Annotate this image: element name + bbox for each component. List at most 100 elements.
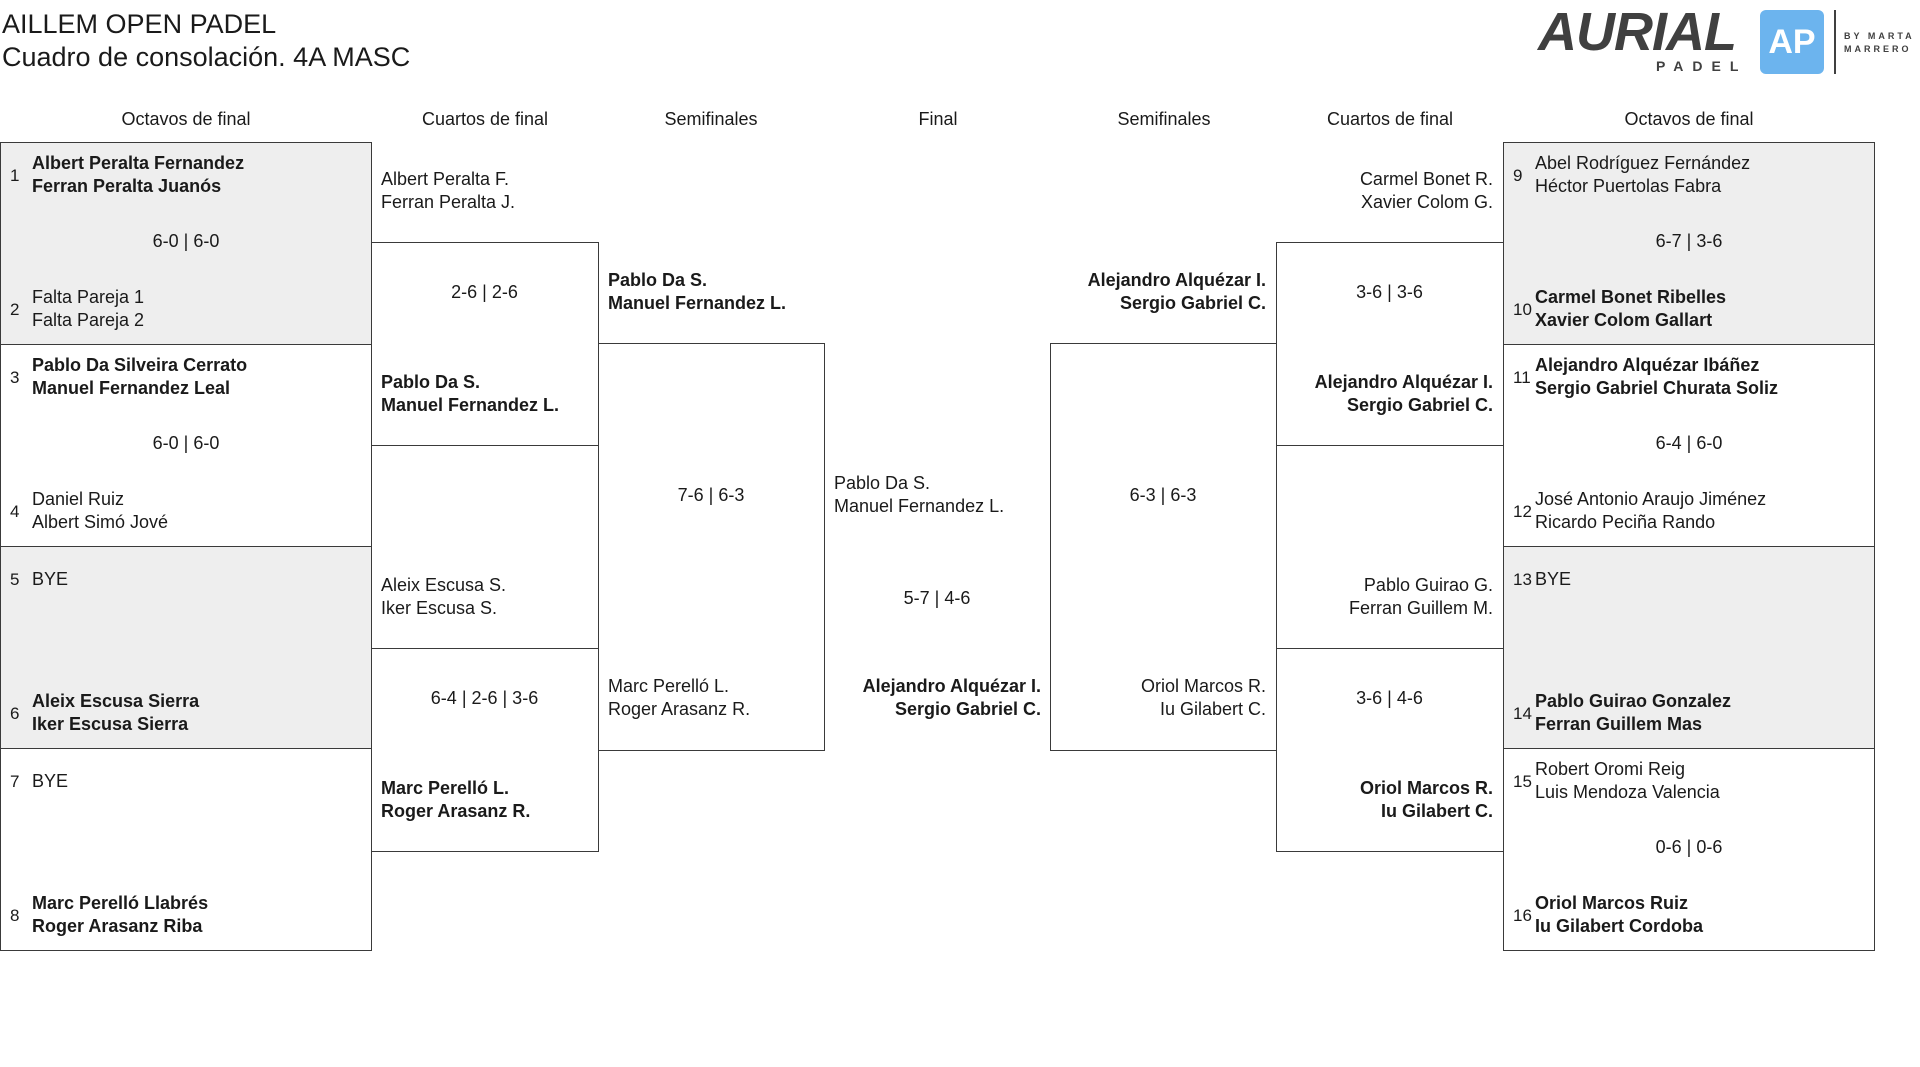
team-entry[interactable]: Albert Peralta F.Ferran Peralta J. (381, 168, 515, 214)
seed-number: 11 (1513, 367, 1531, 387)
player-name: Sergio Gabriel C. (894, 699, 1041, 719)
player-name: Manuel Fernandez L. (608, 293, 787, 313)
player-name: Ferran Guillem Mas (1535, 714, 1703, 734)
player-name: Albert Peralta F. (381, 169, 510, 189)
round-header: Cuartos de final (1326, 109, 1454, 129)
logo-mark-icon: AP (1760, 10, 1824, 74)
team-entry[interactable]: Marc Perelló L.Roger Arasanz R. (608, 675, 750, 721)
logo-brand: AURIAL (1538, 2, 1737, 62)
team-slot[interactable]: 5 BYE (10, 556, 362, 602)
team-entry[interactable]: Oriol Marcos R.Iu Gilabert C. (1141, 675, 1266, 721)
match-score: 6-3 | 6-3 (1129, 485, 1197, 505)
player-name: Aleix Escusa S. (381, 575, 507, 595)
round-header: Semifinales (664, 109, 758, 129)
seed-number: 2 (10, 299, 20, 319)
team-entry[interactable]: Oriol Marcos R. Iu Gilabert C. (1360, 777, 1493, 823)
match-score: 6-0 | 6-0 (152, 231, 220, 251)
seed-number: 16 (1513, 905, 1532, 925)
seed-number: 13 (1513, 569, 1532, 589)
match-score: 3-6 | 3-6 (1356, 282, 1423, 302)
team-entry[interactable]: Pablo Guirao G.Ferran Guillem M. (1349, 574, 1493, 620)
seed-number: 12 (1513, 501, 1532, 521)
player-name: Aleix Escusa Sierra (32, 691, 200, 711)
seed-number: 8 (10, 905, 20, 925)
team-entry[interactable]: Pablo Da S.Manuel Fernandez L. (381, 371, 559, 417)
player-name: Manuel Fernandez L. (381, 395, 560, 415)
team-entry[interactable]: Marc Perelló L.Roger Arasanz R. (381, 777, 530, 823)
tournament-title: AILLEM OPEN PADEL (2, 9, 277, 39)
team-entry[interactable]: Alejandro Alquézar I.Sergio Gabriel C. (1088, 269, 1266, 315)
team-entry[interactable]: Aleix Escusa S.Iker Escusa S. (381, 574, 506, 620)
logo-by-line2: MARRERO (1844, 44, 1912, 54)
team-entry[interactable]: Pablo Da S. Manuel Fernandez L. (608, 269, 786, 315)
match-score: 6-7 | 3-6 (1655, 231, 1723, 251)
player-name: Pablo Da S. (834, 473, 931, 493)
team-entry[interactable]: BYE (32, 770, 68, 793)
player-name: Sergio Gabriel C. (1346, 395, 1493, 415)
player-name: Ferran Guillem M. (1348, 598, 1493, 618)
team-entry[interactable]: Alejandro Alquézar I.Sergio Gabriel C. (1315, 371, 1493, 417)
aurial-padel-logo: AURIAL PADEL AP BY MARTA MARRERO (1538, 2, 1918, 78)
logo-divider (1834, 10, 1836, 74)
match-score: 6-4 | 2-6 | 3-6 (430, 688, 539, 708)
team-entry[interactable]: Alejandro Alquézar I. Sergio Gabriel C. (863, 675, 1041, 721)
player-name: Albert Peralta Fernandez (32, 153, 245, 173)
match-box (598, 343, 825, 751)
player-name: Iker Escusa Sierra (32, 714, 189, 734)
match-score: 2-6 | 2-6 (451, 282, 518, 302)
player-name: José Antonio Araujo Jiménez (1535, 489, 1767, 509)
seed-number: 1 (10, 165, 20, 185)
player-name: Roger Arasanz R. (381, 801, 531, 821)
player-name: BYE (32, 568, 69, 589)
player-name: BYE (32, 770, 69, 791)
player-name: Pablo Da S. (608, 270, 708, 290)
team-entry[interactable]: BYE (32, 568, 68, 591)
player-name: Carmel Bonet Ribelles (1535, 287, 1727, 307)
player-name: Oriol Marcos R. (1140, 676, 1266, 696)
match-box (1050, 343, 1277, 751)
seed-number: 5 (10, 569, 20, 589)
player-name: Abel Rodríguez Fernández (1535, 153, 1751, 173)
player-name: Pablo Guirao Gonzalez (1535, 691, 1732, 711)
team-entry[interactable]: Carmel Bonet R.Xavier Colom G. (1360, 168, 1493, 214)
match-box (1503, 546, 1875, 749)
player-name: Roger Arasanz Riba (32, 916, 203, 936)
player-name: Alejandro Alquézar I. (862, 676, 1041, 696)
player-name: Oriol Marcos R. (1359, 778, 1493, 798)
player-name: Iu Gilabert C. (1380, 801, 1493, 821)
team-entry[interactable]: BYE (1535, 568, 1571, 591)
match-box (0, 142, 372, 345)
player-name: Carmel Bonet R. (1359, 169, 1493, 189)
match-box (0, 546, 372, 749)
player-name: Oriol Marcos Ruiz (1535, 893, 1689, 913)
team-entry[interactable]: Pablo Da S.Manuel Fernandez L. (834, 472, 1004, 518)
